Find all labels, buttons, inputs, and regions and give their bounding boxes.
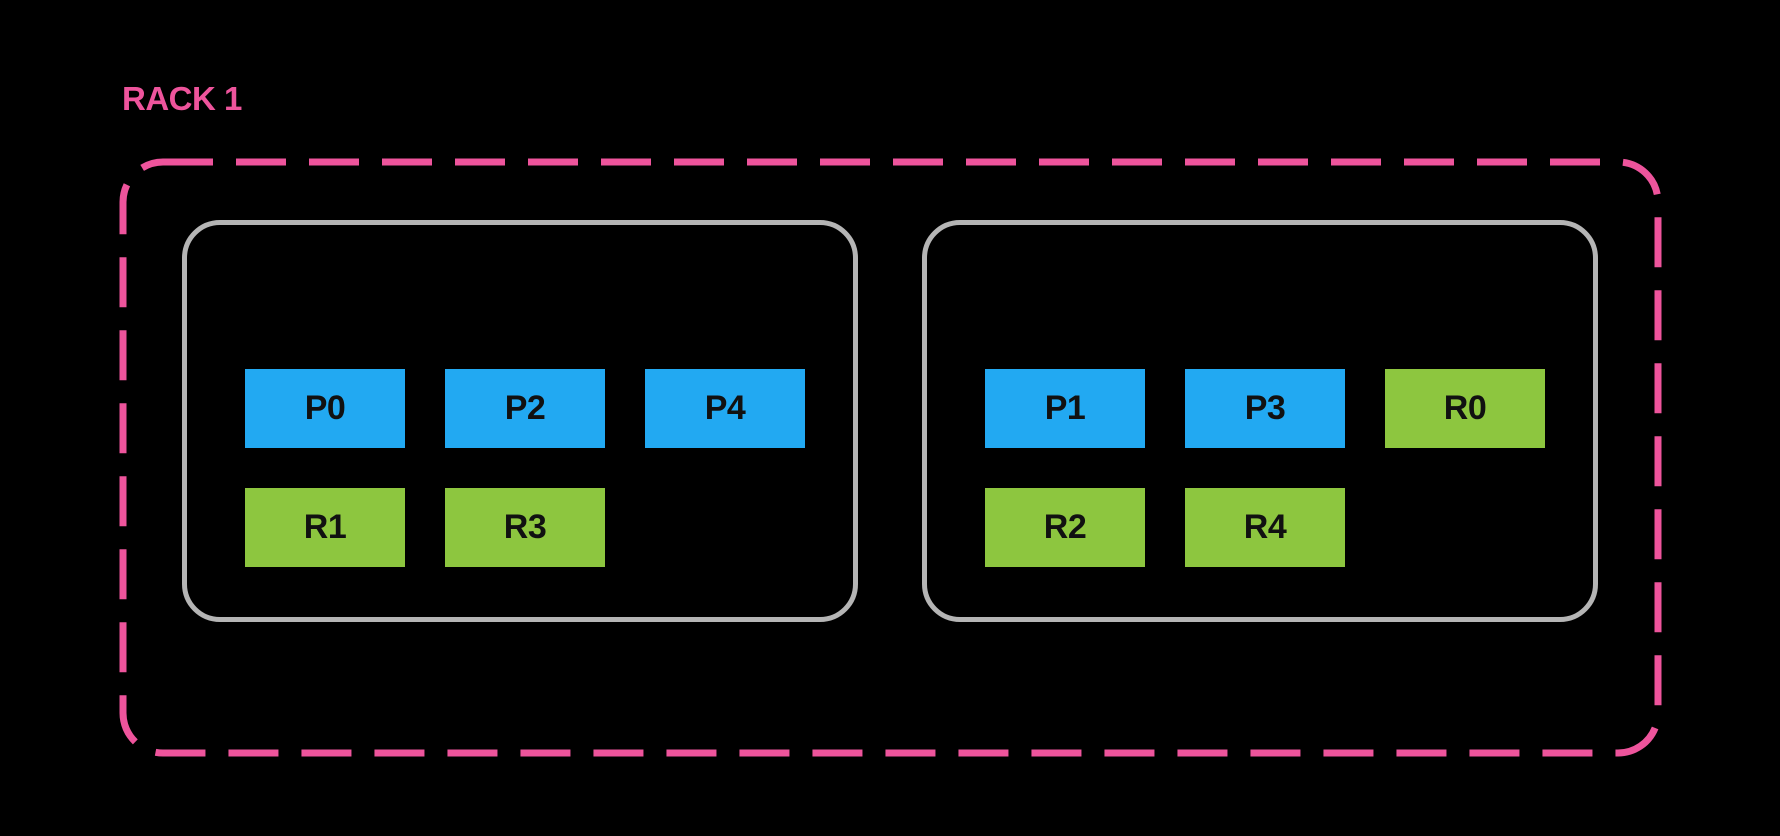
partition-box-p1: P1 [985, 369, 1145, 448]
node-2: P1 P3 R0 R2 R4 [922, 220, 1598, 622]
replica-box-r0: R0 [1385, 369, 1545, 448]
rack-title: RACK 1 [122, 80, 242, 117]
partition-box-p2: P2 [445, 369, 605, 448]
partition-box-p4: P4 [645, 369, 805, 448]
replica-box-r3: R3 [445, 488, 605, 567]
partition-box-p3: P3 [1185, 369, 1345, 448]
replica-box-r1: R1 [245, 488, 405, 567]
partition-box-p0: P0 [245, 369, 405, 448]
replica-box-r2: R2 [985, 488, 1145, 567]
node-1: P0 P2 P4 R1 R3 [182, 220, 858, 622]
replica-box-r4: R4 [1185, 488, 1345, 567]
rack-dashed-border [119, 158, 1662, 757]
